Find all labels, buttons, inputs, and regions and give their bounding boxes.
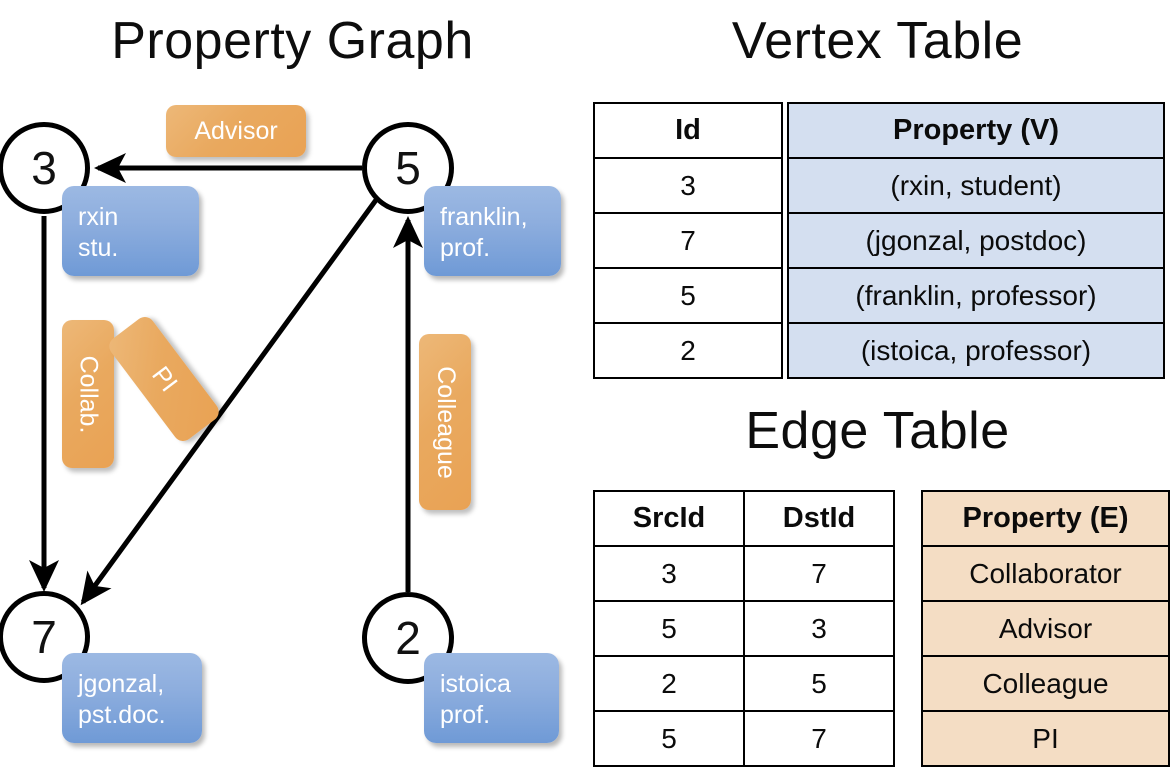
node-property-box-3: rxin stu. [62, 186, 199, 276]
node-property-line1: rxin [78, 203, 119, 231]
edge-cell-srcid: 5 [593, 710, 745, 767]
page-title-vertex-table: Vertex Table [731, 12, 1024, 70]
edge-cell-srcid: 5 [593, 600, 745, 657]
property-graph-diagram: Advisor Collab. PI Colleague 3 5 7 2 rxi… [0, 0, 585, 760]
edge-cell-dstid: 5 [743, 655, 895, 712]
node-property-box-5: franklin, prof. [424, 186, 561, 276]
edge-label-colleague: Colleague [419, 334, 471, 510]
edge-label-colleague-text: Colleague [431, 365, 460, 479]
table-row: 2 [593, 322, 783, 379]
edge-cell-dstid: 3 [743, 600, 895, 657]
table-row: (franklin, professor) [787, 267, 1165, 324]
table-header-row: Property (E) [921, 490, 1170, 547]
table-row: (istoica, professor) [787, 322, 1165, 379]
edge-cell-dstid: 7 [743, 710, 895, 767]
node-property-line1: franklin, [440, 203, 528, 231]
vertex-header-id: Id [593, 102, 783, 159]
edge-table-id-columns: SrcId DstId 3 7 5 3 2 5 5 7 [593, 490, 895, 767]
vertex-cell-id: 7 [593, 212, 783, 269]
table-row: 5 7 [593, 710, 895, 767]
edge-label-collaborator: Collab. [62, 320, 114, 468]
vertex-table-property-column: Property (V) (rxin, student) (jgonzal, p… [787, 102, 1165, 379]
table-row: 5 [593, 267, 783, 324]
edge-label-collaborator-text: Collab. [74, 355, 103, 433]
table-row: 3 7 [593, 545, 895, 602]
node-property-box-2: istoica prof. [424, 653, 559, 743]
table-row: (jgonzal, postdoc) [787, 212, 1165, 269]
page-title-edge-table: Edge Table [745, 402, 1010, 460]
page-title-property-graph: Property Graph [111, 12, 474, 70]
vertex-header-property: Property (V) [787, 102, 1165, 159]
vertex-cell-property: (franklin, professor) [787, 267, 1165, 324]
table-row: 7 [593, 212, 783, 269]
edge-header-property: Property (E) [921, 490, 1170, 547]
vertex-cell-id: 5 [593, 267, 783, 324]
edge-cell-property: Advisor [921, 600, 1170, 657]
vertex-cell-property: (istoica, professor) [787, 322, 1165, 379]
vertex-table-id-column: Id 3 7 5 2 [593, 102, 783, 379]
edge-cell-srcid: 3 [593, 545, 745, 602]
vertex-cell-property: (jgonzal, postdoc) [787, 212, 1165, 269]
node-property-box-7: jgonzal, pst.doc. [62, 653, 202, 743]
table-header-row: SrcId DstId [593, 490, 895, 547]
edge-cell-dstid: 7 [743, 545, 895, 602]
node-property-line2: pst.doc. [78, 701, 166, 729]
node-property-line2: prof. [440, 701, 491, 729]
vertex-cell-id: 2 [593, 322, 783, 379]
vertex-cell-id: 3 [593, 157, 783, 214]
edge-5-to-7-pi [80, 198, 379, 606]
table-row: Collaborator [921, 545, 1170, 602]
table-row: 5 3 [593, 600, 895, 657]
table-row: 2 5 [593, 655, 895, 712]
edge-header-srcid: SrcId [593, 490, 745, 547]
edge-cell-srcid: 2 [593, 655, 745, 712]
node-property-line1: jgonzal, [78, 670, 165, 698]
table-row: 3 [593, 157, 783, 214]
edge-label-advisor-text: Advisor [194, 116, 278, 145]
graph-node-2[interactable]: 2 [362, 592, 454, 684]
edge-label-advisor: Advisor [166, 105, 306, 157]
edge-label-pi-text: PI [146, 360, 183, 397]
graph-edge-arrows [29, 153, 423, 606]
node-property-line1: istoica [440, 670, 511, 698]
table-row: (rxin, student) [787, 157, 1165, 214]
table-header-row: Id [593, 102, 783, 159]
table-row: PI [921, 710, 1170, 767]
table-row: Colleague [921, 655, 1170, 712]
edge-table-property-column: Property (E) Collaborator Advisor Collea… [921, 490, 1170, 767]
vertex-cell-property: (rxin, student) [787, 157, 1165, 214]
table-row: Advisor [921, 600, 1170, 657]
edge-cell-property: PI [921, 710, 1170, 767]
edge-header-dstid: DstId [743, 490, 895, 547]
node-property-line2: stu. [78, 234, 119, 262]
table-header-row: Property (V) [787, 102, 1165, 159]
edge-cell-property: Colleague [921, 655, 1170, 712]
node-property-line2: prof. [440, 234, 491, 262]
graph-node-5[interactable]: 5 [362, 122, 454, 214]
edge-cell-property: Collaborator [921, 545, 1170, 602]
